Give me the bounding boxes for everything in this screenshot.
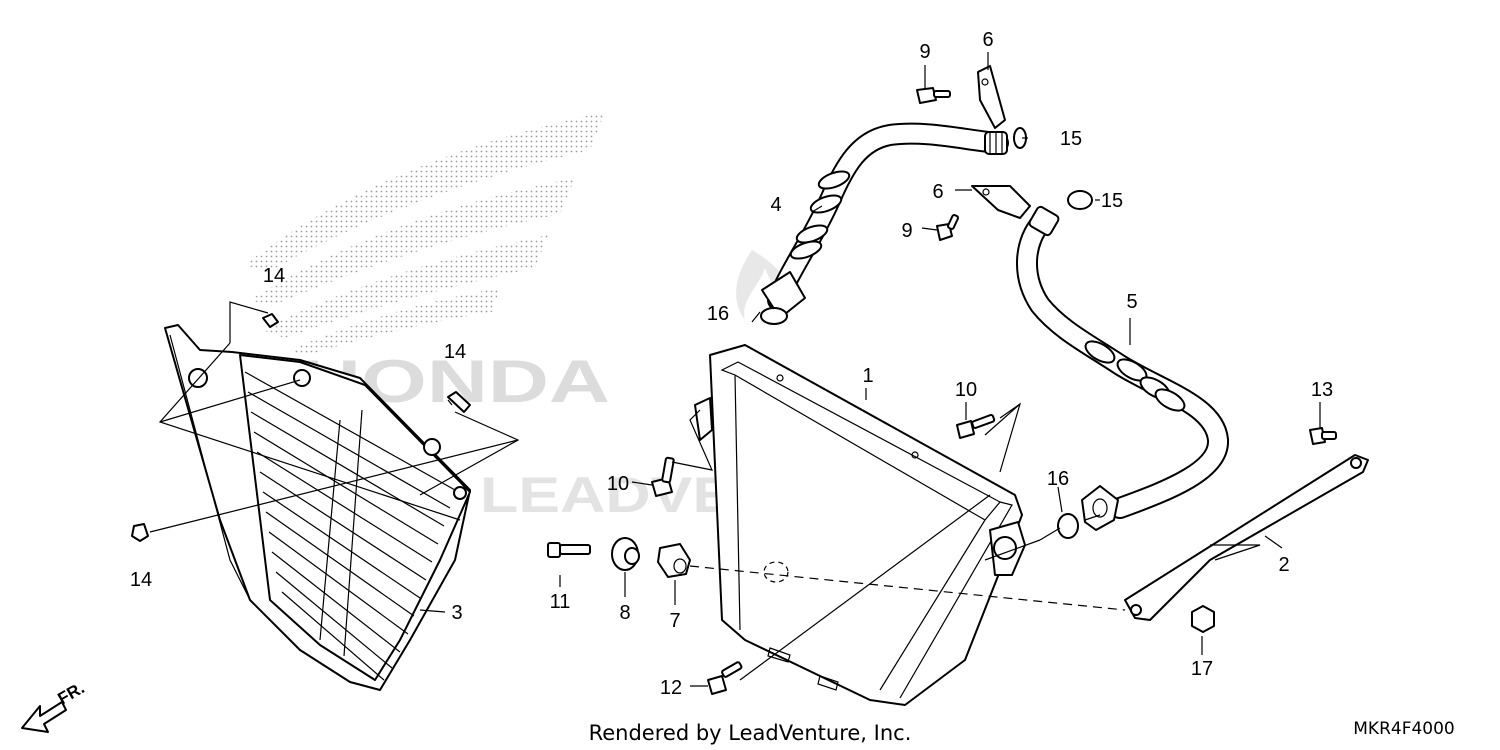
callout-14-top: 14 (263, 265, 285, 287)
callout-labels: 1 2 3 4 5 6 6 7 8 9 9 10 10 11 12 13 14 … (130, 29, 1333, 699)
callout-16-right: 16 (1047, 468, 1069, 490)
lower-hose-flange (1081, 485, 1119, 531)
diagram-code: MKR4F4000 (1353, 719, 1455, 739)
radiator-stay (1124, 454, 1369, 621)
callout-6-mid: 6 (932, 181, 943, 203)
callout-14-left: 14 (130, 569, 152, 591)
radiator-core (694, 344, 1026, 706)
washer-8 (611, 537, 640, 571)
radiator-shroud (164, 324, 471, 691)
upper-hose-end (984, 131, 1008, 155)
callout-6-top: 6 (982, 29, 993, 51)
plate-6-mid (971, 185, 1031, 219)
callout-2: 2 (1278, 554, 1289, 576)
callout-4: 4 (770, 194, 781, 216)
o-ring-16 (1057, 513, 1079, 539)
callout-10-right: 10 (955, 379, 977, 401)
callout-13: 13 (1311, 379, 1333, 401)
callout-15-top: 15 (1060, 128, 1082, 150)
plate-6-top (977, 65, 1006, 129)
callout-9-top: 9 (919, 41, 930, 63)
callout-14-mid: 14 (444, 341, 466, 363)
lower-hose (1016, 205, 1229, 531)
callout-9-mid: 9 (901, 220, 912, 242)
shroud-louvers (244, 371, 456, 681)
bolt-10-left (651, 456, 675, 497)
nut-17 (1191, 605, 1215, 633)
callout-16-left: 16 (707, 303, 729, 325)
upper-hose (760, 122, 1009, 325)
screw-14-left (131, 523, 149, 542)
upper-hose-flange (760, 271, 806, 325)
callout-3: 3 (451, 602, 462, 624)
callout-11: 11 (550, 591, 571, 613)
callout-10-left: 10 (607, 473, 629, 495)
bolt-10-right (956, 413, 996, 439)
bolt-11 (547, 542, 591, 558)
lower-hose-clamp (1084, 340, 1186, 412)
bolt-13 (1309, 427, 1337, 445)
callout-1: 1 (862, 365, 873, 387)
callout-12: 12 (660, 677, 682, 699)
bolt-12 (707, 661, 743, 695)
leader-lines (149, 52, 1321, 687)
callout-5: 5 (1126, 291, 1137, 313)
screw-14-mid (447, 391, 471, 413)
callout-8: 8 (619, 602, 630, 624)
callout-7: 7 (669, 610, 680, 632)
callout-17: 17 (1191, 658, 1213, 680)
bolt-9-mid (936, 214, 960, 241)
o-ring-15-mid (1067, 190, 1093, 210)
grommet-7 (657, 543, 691, 578)
bolt-9-top (916, 87, 951, 104)
lower-hose-end (1028, 205, 1060, 237)
front-direction-indicator: FR. (21, 678, 88, 733)
callout-15-mid: 15 (1101, 190, 1123, 212)
rendered-by-text: Rendered by LeadVenture, Inc. (589, 721, 912, 745)
front-arrow-icon (21, 701, 67, 733)
screw-14-top (262, 313, 279, 328)
